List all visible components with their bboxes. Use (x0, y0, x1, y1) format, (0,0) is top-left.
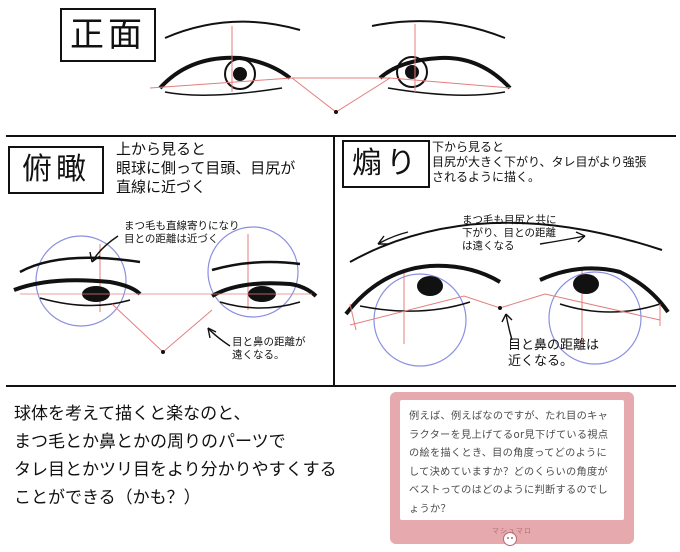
note-line: 目との距離は近づく (124, 233, 219, 246)
note-line: まつ毛も直線寄りになり (124, 220, 240, 232)
low-angle-title: 煽り (342, 140, 430, 188)
low-angle-caption-line: 下から見ると (432, 140, 505, 154)
low-angle-caption-line: されるように描く。 (432, 170, 541, 184)
question-card-body: 例えば、例えばなのですが、たれ目のキャラクターを見上げてるor見下げている視点の… (400, 400, 624, 520)
top-down-title: 俯瞰 (8, 146, 104, 194)
low-angle-distance-note: 目と鼻の距離は 近くなる。 (508, 338, 599, 371)
top-down-caption: 上から見ると 眼球に側って目頭、目尻が 直線に近づく (116, 140, 295, 196)
marshmallow-face-icon (503, 532, 517, 546)
note-line: は遠くなる (462, 240, 515, 253)
top-down-caption-line: 眼球に側って目頭、目尻が (116, 158, 296, 177)
low-angle-caption-line: 目尻が大きく下がり、タレ目がより強張 (432, 155, 647, 169)
note-line: 目と鼻の距離が (232, 336, 306, 348)
question-text: 例えば、例えばなのですが、たれ目のキャラクターを見上げてるor見下げている視点の… (409, 411, 609, 515)
bottom-note-line: ことができる（かも？） (14, 488, 201, 508)
top-down-distance-note: 目と鼻の距離が 遠くなる。 (232, 336, 306, 362)
top-down-view-eyes (13, 226, 318, 354)
bottom-note: 球体を考えて描くと楽なのと、 まつ毛とか鼻とかの周りのパーツで タレ目とかツリ目… (14, 400, 337, 512)
bottom-note-line: タレ目とかツリ目をより分かりやすくする (14, 460, 337, 480)
note-line: 下がり、目との距離 (462, 227, 556, 240)
low-angle-lash-note: まつ毛も目尻と共に 下がり、目との距離 は遠くなる (462, 214, 557, 253)
question-card-brand: マシュマロ (492, 527, 532, 535)
note-line: 目と鼻の距離は (508, 338, 600, 353)
front-title: 正面 (60, 8, 156, 62)
front-view-eyes (149, 20, 512, 114)
low-angle-view-eyes (344, 221, 670, 367)
top-down-lash-note: まつ毛も直線寄りになり 目との距離は近づく (124, 220, 240, 246)
bottom-note-line: まつ毛とか鼻とかの周りのパーツで (14, 432, 286, 452)
top-down-caption-line: 直線に近づく (116, 177, 207, 196)
note-line: 遠くなる。 (232, 349, 285, 362)
note-line: 近くなる。 (508, 354, 574, 370)
top-down-caption-line: 上から見ると (116, 140, 207, 158)
bottom-note-line: 球体を考えて描くと楽なのと、 (14, 404, 251, 424)
low-angle-caption: 下から見ると 目尻が大きく下がり、タレ目がより強張 されるように描く。 (432, 140, 647, 185)
question-card: 例えば、例えばなのですが、たれ目のキャラクターを見上げてるor見下げている視点の… (390, 392, 634, 546)
note-line: まつ毛も目尻と共に (462, 214, 557, 226)
